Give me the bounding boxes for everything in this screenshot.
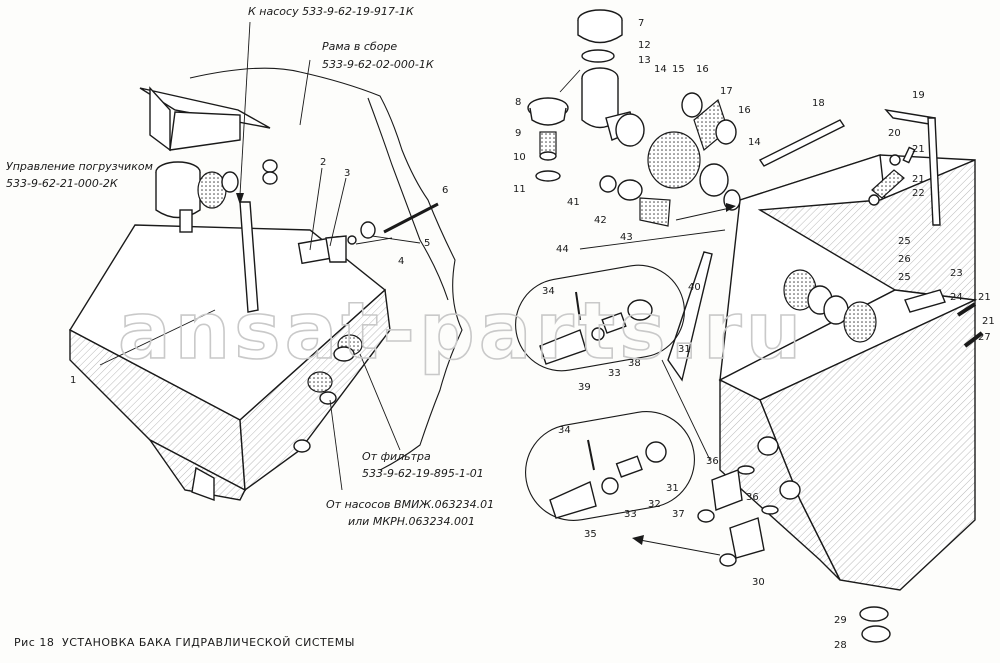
callout: 33 bbox=[624, 509, 637, 520]
caption-prefix: Рис 18 bbox=[14, 636, 54, 649]
callout: 39 bbox=[578, 382, 591, 393]
callout: 31 bbox=[678, 344, 691, 355]
label-from-pumps-code: или МКРН.063234.001 bbox=[348, 515, 475, 528]
callout: 42 bbox=[594, 215, 607, 226]
callout: 21 bbox=[978, 292, 991, 303]
callout: 31 bbox=[666, 483, 679, 494]
callout: 3 bbox=[344, 168, 350, 179]
callout: 30 bbox=[752, 577, 765, 588]
callout: 4 bbox=[398, 256, 404, 267]
callout: 2 bbox=[320, 157, 326, 168]
callout: 22 bbox=[912, 188, 925, 199]
callout: 20 bbox=[888, 128, 901, 139]
callout: 25 bbox=[898, 272, 911, 283]
watermark: ansat-parts.ru bbox=[118, 287, 805, 377]
callout: 36 bbox=[706, 456, 719, 467]
callout: 25 bbox=[898, 236, 911, 247]
callout: 14 bbox=[748, 137, 761, 148]
figure-caption: Рис 18 УСТАНОВКА БАКА ГИДРАВЛИЧЕСКОЙ СИС… bbox=[14, 636, 355, 649]
label-loader-code: 533-9-62-21-000-2К bbox=[6, 177, 119, 190]
callout: 21 bbox=[912, 174, 925, 185]
callout: 5 bbox=[424, 238, 430, 249]
callout: 26 bbox=[898, 254, 911, 265]
callout: 33 bbox=[608, 368, 621, 379]
callout: 6 bbox=[442, 185, 448, 196]
label-from-pumps-title: От насосов ВМИЖ.063234.01 bbox=[326, 498, 494, 511]
callout: 15 bbox=[672, 64, 685, 75]
callout: 17 bbox=[720, 86, 733, 97]
label-to-pump: К насосу 533-9-62-19-917-1К bbox=[248, 5, 415, 18]
callout: 10 bbox=[513, 152, 526, 163]
callout: 35 bbox=[584, 529, 597, 540]
callout: 8 bbox=[515, 97, 521, 108]
callout: 18 bbox=[812, 98, 825, 109]
callout: 44 bbox=[556, 244, 569, 255]
callout: 19 bbox=[912, 90, 925, 101]
callout: 38 bbox=[628, 358, 641, 369]
label-from-filter-title: От фильтра bbox=[362, 450, 431, 463]
right-tank-assembly bbox=[515, 9, 984, 643]
callout: 36 bbox=[746, 492, 759, 503]
callout: 16 bbox=[738, 105, 751, 116]
callout-numbers: 1 2 3 4 5 6 7 8 9 10 11 12 13 14 14 15 1… bbox=[70, 18, 995, 651]
caption-title: УСТАНОВКА БАКА ГИДРАВЛИЧЕСКОЙ СИСТЕМЫ bbox=[62, 636, 355, 649]
callout: 21 bbox=[912, 144, 925, 155]
callout: 1 bbox=[70, 375, 76, 386]
callout: 13 bbox=[638, 55, 651, 66]
left-tank-assembly bbox=[69, 21, 463, 501]
callout: 27 bbox=[978, 332, 991, 343]
callout: 40 bbox=[688, 282, 701, 293]
callout: 12 bbox=[638, 40, 651, 51]
callout: 24 bbox=[950, 292, 963, 303]
callout: 34 bbox=[558, 425, 571, 436]
callout: 41 bbox=[567, 197, 580, 208]
callout: 21 bbox=[982, 316, 995, 327]
callout: 9 bbox=[515, 128, 521, 139]
callout: 7 bbox=[638, 18, 644, 29]
callout: 32 bbox=[648, 499, 661, 510]
callout: 37 bbox=[672, 509, 685, 520]
label-frame-code: 533-9-62-02-000-1К bbox=[322, 58, 435, 71]
callout: 29 bbox=[834, 615, 847, 626]
callout: 43 bbox=[620, 232, 633, 243]
callout: 14 bbox=[654, 64, 667, 75]
callout: 23 bbox=[950, 268, 963, 279]
callout: 11 bbox=[513, 184, 526, 195]
annotation-labels: К насосу 533-9-62-19-917-1К Рама в сборе… bbox=[6, 5, 494, 528]
label-frame-title: Рама в сборе bbox=[322, 40, 397, 53]
callout: 16 bbox=[696, 64, 709, 75]
callout: 34 bbox=[542, 286, 555, 297]
label-loader-title: Управление погрузчиком bbox=[6, 160, 153, 173]
callout: 28 bbox=[834, 640, 847, 651]
label-from-filter-code: 533-9-62-19-895-1-01 bbox=[362, 467, 484, 480]
